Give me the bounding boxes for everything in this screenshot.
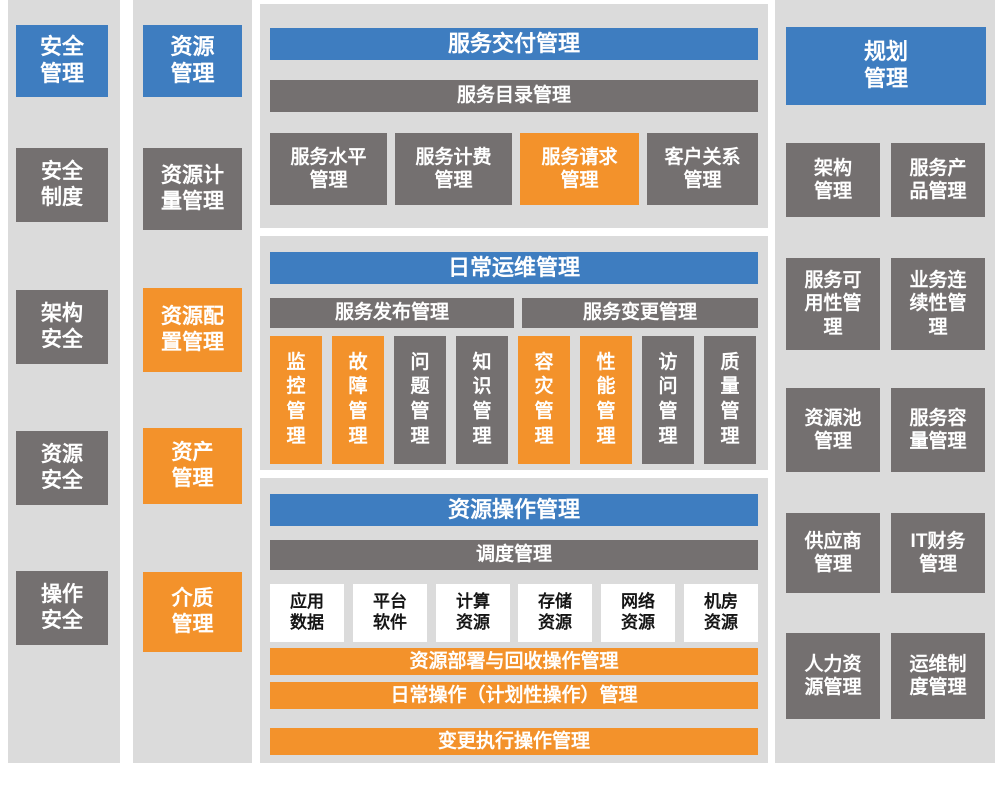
architecture-mgmt-box: 架构 管理 — [786, 143, 880, 217]
service-catalog-bar: 服务目录管理 — [270, 80, 758, 112]
incident-box: 故障管理 — [332, 336, 384, 464]
deploy-reclaim-ops-bar: 资源部署与回收操作管理 — [270, 648, 758, 675]
routine-planned-ops-bar: 日常操作（计划性操作）管理 — [270, 682, 758, 709]
service-level-box: 服务水平 管理 — [270, 133, 387, 205]
resource-metering-box: 资源计 量管理 — [143, 148, 242, 230]
business-continuity-box: 业务连 续性管 理 — [891, 258, 985, 350]
hr-mgmt-box: 人力资 源管理 — [786, 633, 880, 719]
resource-pool-box: 资源池 管理 — [786, 388, 880, 472]
daily-ops-title: 日常运维管理 — [270, 252, 758, 284]
security-policy-box: 安全 制度 — [16, 148, 108, 222]
service-request-box: 服务请求 管理 — [520, 133, 639, 205]
compute-resource-box: 计算 资源 — [436, 584, 510, 642]
datacenter-resource-box: 机房 资源 — [684, 584, 758, 642]
operation-security-box: 操作 安全 — [16, 571, 108, 645]
problem-box: 问题管理 — [394, 336, 446, 464]
customer-relation-box: 客户关系 管理 — [647, 133, 758, 205]
access-box: 访问管理 — [642, 336, 694, 464]
app-data-box: 应用 数据 — [270, 584, 344, 642]
service-capacity-box: 服务容 量管理 — [891, 388, 985, 472]
service-product-box: 服务产 品管理 — [891, 143, 985, 217]
service-change-bar: 服务变更管理 — [522, 298, 758, 328]
knowledge-box: 知识管理 — [456, 336, 508, 464]
service-delivery-title: 服务交付管理 — [270, 28, 758, 60]
performance-box: 性能管理 — [580, 336, 632, 464]
resource-ops-title: 资源操作管理 — [270, 494, 758, 526]
it-finance-box: IT财务 管理 — [891, 513, 985, 593]
resource-column-title: 资源 管理 — [143, 25, 242, 97]
network-resource-box: 网络 资源 — [601, 584, 675, 642]
security-column-background — [8, 0, 120, 763]
service-availability-box: 服务可 用性管 理 — [786, 258, 880, 350]
supplier-mgmt-box: 供应商 管理 — [786, 513, 880, 593]
ops-policy-box: 运维制 度管理 — [891, 633, 985, 719]
service-release-bar: 服务发布管理 — [270, 298, 514, 328]
media-management-box: 介质 管理 — [143, 572, 242, 652]
security-column-title: 安全 管理 — [16, 25, 108, 97]
quality-box: 质量管理 — [704, 336, 756, 464]
asset-management-box: 资产 管理 — [143, 428, 242, 504]
change-execution-ops-bar: 变更执行操作管理 — [270, 728, 758, 755]
planning-column-title: 规划 管理 — [786, 27, 986, 105]
monitoring-box: 监控管理 — [270, 336, 322, 464]
service-billing-box: 服务计费 管理 — [395, 133, 512, 205]
architecture-security-box: 架构 安全 — [16, 290, 108, 364]
storage-resource-box: 存储 资源 — [518, 584, 592, 642]
scheduling-bar: 调度管理 — [270, 540, 758, 570]
disaster-recovery-box: 容灾管理 — [518, 336, 570, 464]
resource-config-box: 资源配 置管理 — [143, 288, 242, 372]
resource-security-box: 资源 安全 — [16, 431, 108, 505]
platform-software-box: 平台 软件 — [353, 584, 427, 642]
